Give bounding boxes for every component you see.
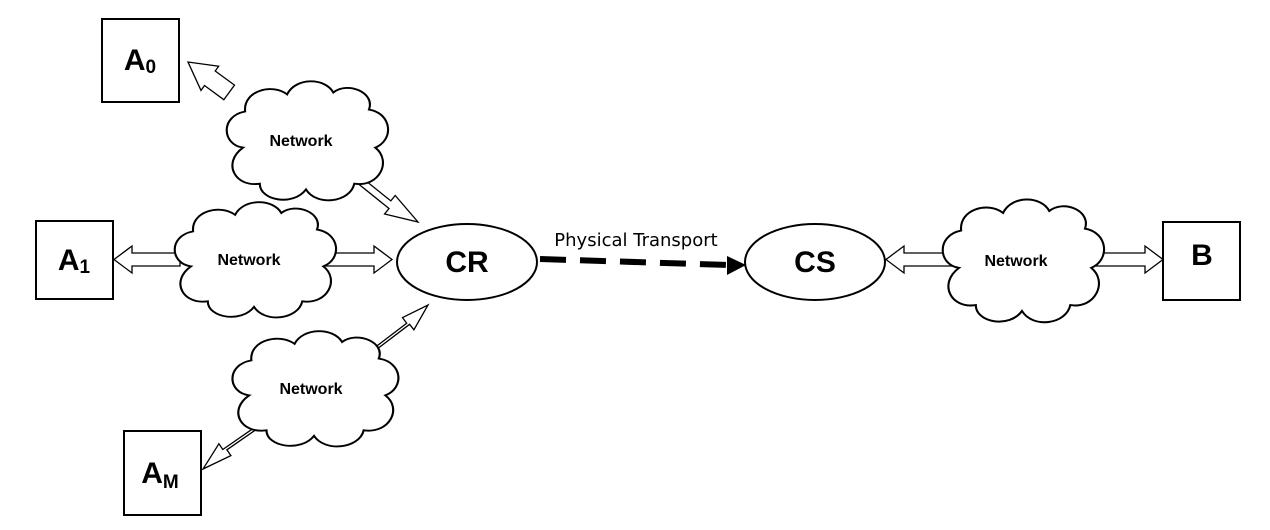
network-label: Network bbox=[984, 253, 1047, 270]
physical-transport-label: Physical Transport bbox=[554, 230, 717, 251]
svg-text:A1: A1 bbox=[58, 244, 91, 278]
box-am: AM bbox=[123, 430, 202, 516]
a1-label: A bbox=[58, 244, 80, 277]
arrow-net-to-b bbox=[1095, 244, 1165, 275]
arrow-net-to-cr-mid bbox=[325, 244, 394, 275]
arrow-net-to-am bbox=[201, 424, 264, 471]
cloud-net-b: Network bbox=[941, 198, 1106, 324]
node-cs: CS bbox=[744, 223, 886, 301]
arrows bbox=[112, 61, 1165, 471]
network-label: Network bbox=[217, 252, 280, 269]
b-label: B bbox=[1191, 239, 1213, 272]
network-label: Network bbox=[279, 381, 342, 398]
am-label: A bbox=[141, 457, 163, 490]
am-subscript: M bbox=[163, 472, 179, 493]
svg-text:A0: A0 bbox=[124, 44, 156, 78]
arrow-net-to-cr-top bbox=[353, 171, 420, 224]
box-a1: A1 bbox=[35, 220, 114, 300]
cloud-net-a0: Network bbox=[225, 80, 390, 202]
svg-text:AM: AM bbox=[141, 457, 179, 493]
arrow-net-to-cs bbox=[884, 244, 956, 275]
arrow-net-to-a0 bbox=[186, 61, 236, 101]
box-b: B bbox=[1162, 221, 1241, 301]
a0-label: A bbox=[124, 44, 146, 77]
cloud-net-a1: Network bbox=[173, 201, 338, 319]
a1-subscript: 1 bbox=[80, 257, 91, 278]
a0-subscript: 0 bbox=[146, 57, 157, 78]
dashed-line bbox=[539, 256, 729, 268]
arrow-net-to-a1 bbox=[112, 244, 181, 275]
physical-transport-edge: Physical Transport bbox=[539, 230, 746, 275]
dashed-arrowhead bbox=[727, 256, 746, 275]
cs-label: CS bbox=[794, 246, 836, 279]
node-cr: CR bbox=[396, 223, 538, 301]
cloud-net-am: Network bbox=[231, 330, 400, 448]
network-label: Network bbox=[269, 133, 332, 150]
box-a0: A0 bbox=[101, 18, 180, 103]
cr-label: CR bbox=[445, 246, 489, 279]
arrow-net-to-cr-bottom bbox=[373, 303, 430, 350]
